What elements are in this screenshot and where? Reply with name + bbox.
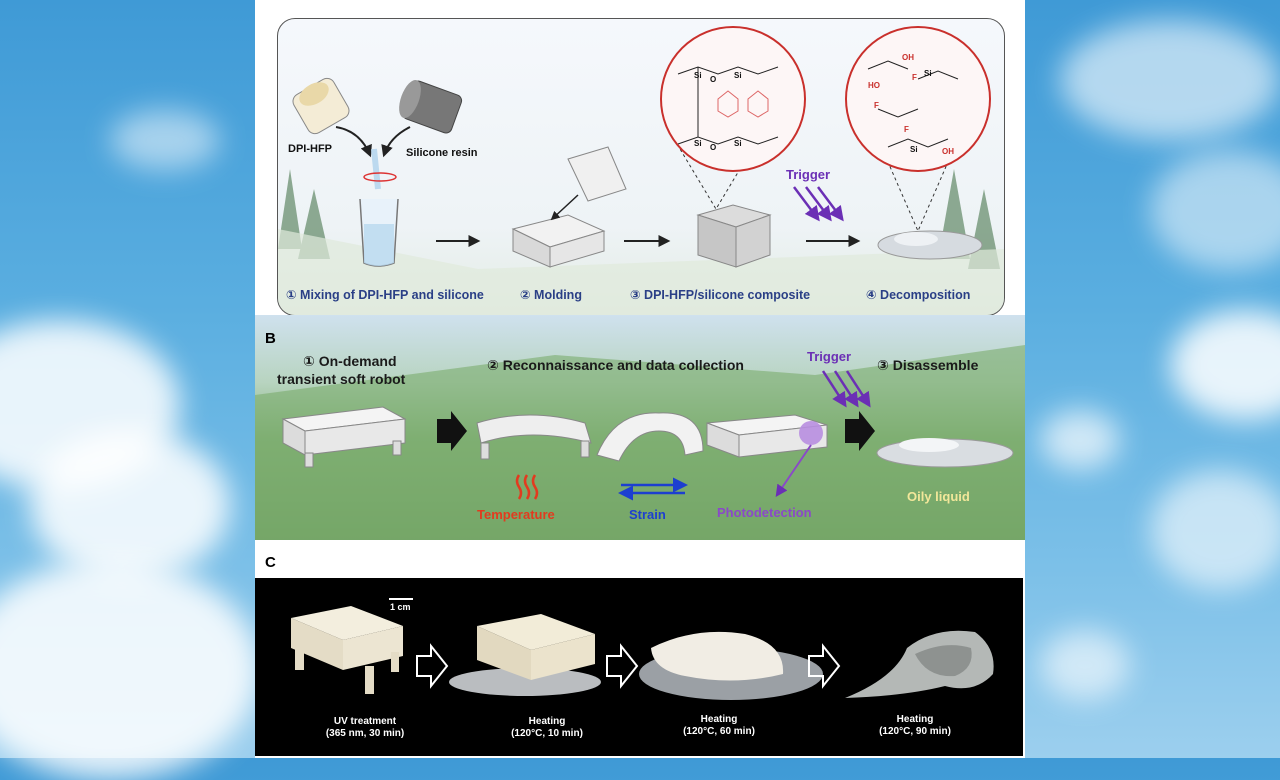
chem-f: F: [874, 101, 879, 110]
chem-si: Si: [734, 71, 742, 80]
panel-b-step1-line1: ① On-demand: [303, 353, 397, 369]
oily-liquid-caption: Oily liquid: [907, 489, 970, 504]
panel-b-label: B: [265, 330, 276, 347]
beaker-icon: [359, 198, 399, 267]
chem-si: Si: [734, 139, 742, 148]
chem-f: F: [904, 125, 909, 134]
temperature-caption: Temperature: [477, 507, 555, 522]
sample-heating-10min-icon: [449, 614, 601, 696]
chem-si: Si: [694, 139, 702, 148]
chem-oh: OH: [942, 147, 954, 156]
caption-heating-60min: Heating (120°C, 60 min): [683, 714, 755, 737]
oily-liquid-puddle-icon: [876, 438, 1014, 468]
panel-b-step2: ② Reconnaissance and data collection: [487, 357, 744, 373]
chem-o: O: [710, 143, 717, 152]
panel-a: DPI-HFP Silicone resin Trigger Si O Si S…: [277, 18, 1005, 316]
scientific-figure: A: [255, 0, 1025, 758]
sample-heating-60min-icon: [639, 631, 823, 700]
step-2-caption: ② Molding: [520, 288, 582, 302]
step-1-caption: ① Mixing of DPI-HFP and silicone: [286, 288, 484, 302]
hollow-arrow-icon: [416, 643, 449, 689]
scale-bar-label: 1 cm: [390, 602, 411, 612]
photodetecting-robot-icon: [706, 414, 828, 458]
panel-a-art: [278, 26, 1004, 315]
decomposition-zoom-circle: [845, 26, 991, 172]
decomposed-puddle-icon: [877, 230, 983, 260]
panel-b: ① On-demand transient soft robot ② Recon…: [255, 315, 1025, 540]
sample-heating-90min-icon: [845, 630, 994, 698]
strain-arrows-icon: [618, 477, 688, 501]
arched-robot-icon: [596, 412, 704, 462]
chem-si: Si: [924, 69, 932, 78]
chem-o: O: [710, 75, 717, 84]
silicone-resin-label: Silicone resin: [406, 147, 478, 159]
panel-b-trigger-label: Trigger: [807, 349, 852, 364]
caption-heating-90min: Heating (120°C, 90 min): [879, 714, 951, 737]
panel-b-step3: ③ Disassemble: [877, 357, 979, 373]
panel-c-label: C: [265, 554, 276, 571]
pouring-cup-icon: [567, 146, 627, 202]
caption-uv-treatment: UV treatment (365 nm, 30 min): [325, 716, 405, 739]
heat-waves-icon: [515, 474, 539, 500]
caption-heating-10min: Heating (120°C, 10 min): [511, 716, 583, 739]
hollow-arrow-icon: [808, 643, 841, 689]
hollow-arrow-icon: [606, 643, 639, 689]
chem-ho: HO: [868, 81, 880, 90]
dpi-hfp-label: DPI-HFP: [288, 143, 332, 155]
sample-uv-treated-icon: [291, 606, 403, 694]
molecule-zoom-circle: [660, 26, 806, 172]
soft-robot-icon: [281, 406, 407, 468]
composite-cube-icon: [696, 204, 772, 268]
strain-caption: Strain: [629, 507, 666, 522]
chem-si: Si: [910, 145, 918, 154]
photodetection-caption: Photodetection: [717, 505, 812, 520]
panel-a-trigger-label: Trigger: [786, 167, 831, 182]
silicone-resin-can-icon: [399, 79, 463, 134]
bending-robot-icon: [476, 414, 592, 460]
chem-si: Si: [694, 71, 702, 80]
panel-b-art: [255, 345, 1025, 540]
dpi-hfp-jar-icon: [292, 77, 350, 135]
sky-background: [0, 0, 1280, 758]
panel-b-step1-line2: transient soft robot: [277, 371, 406, 387]
step-3-caption: ③ DPI-HFP/silicone composite: [630, 288, 811, 302]
step-4-caption: ④ Decomposition: [866, 288, 971, 302]
mold-block-icon: [511, 214, 606, 268]
chem-f: F: [912, 73, 917, 82]
panel-c-art: [291, 598, 994, 700]
chem-oh: OH: [902, 53, 914, 62]
panel-c: 1 cm UV treatment (365 nm, 30 min) Heati…: [255, 578, 1023, 756]
